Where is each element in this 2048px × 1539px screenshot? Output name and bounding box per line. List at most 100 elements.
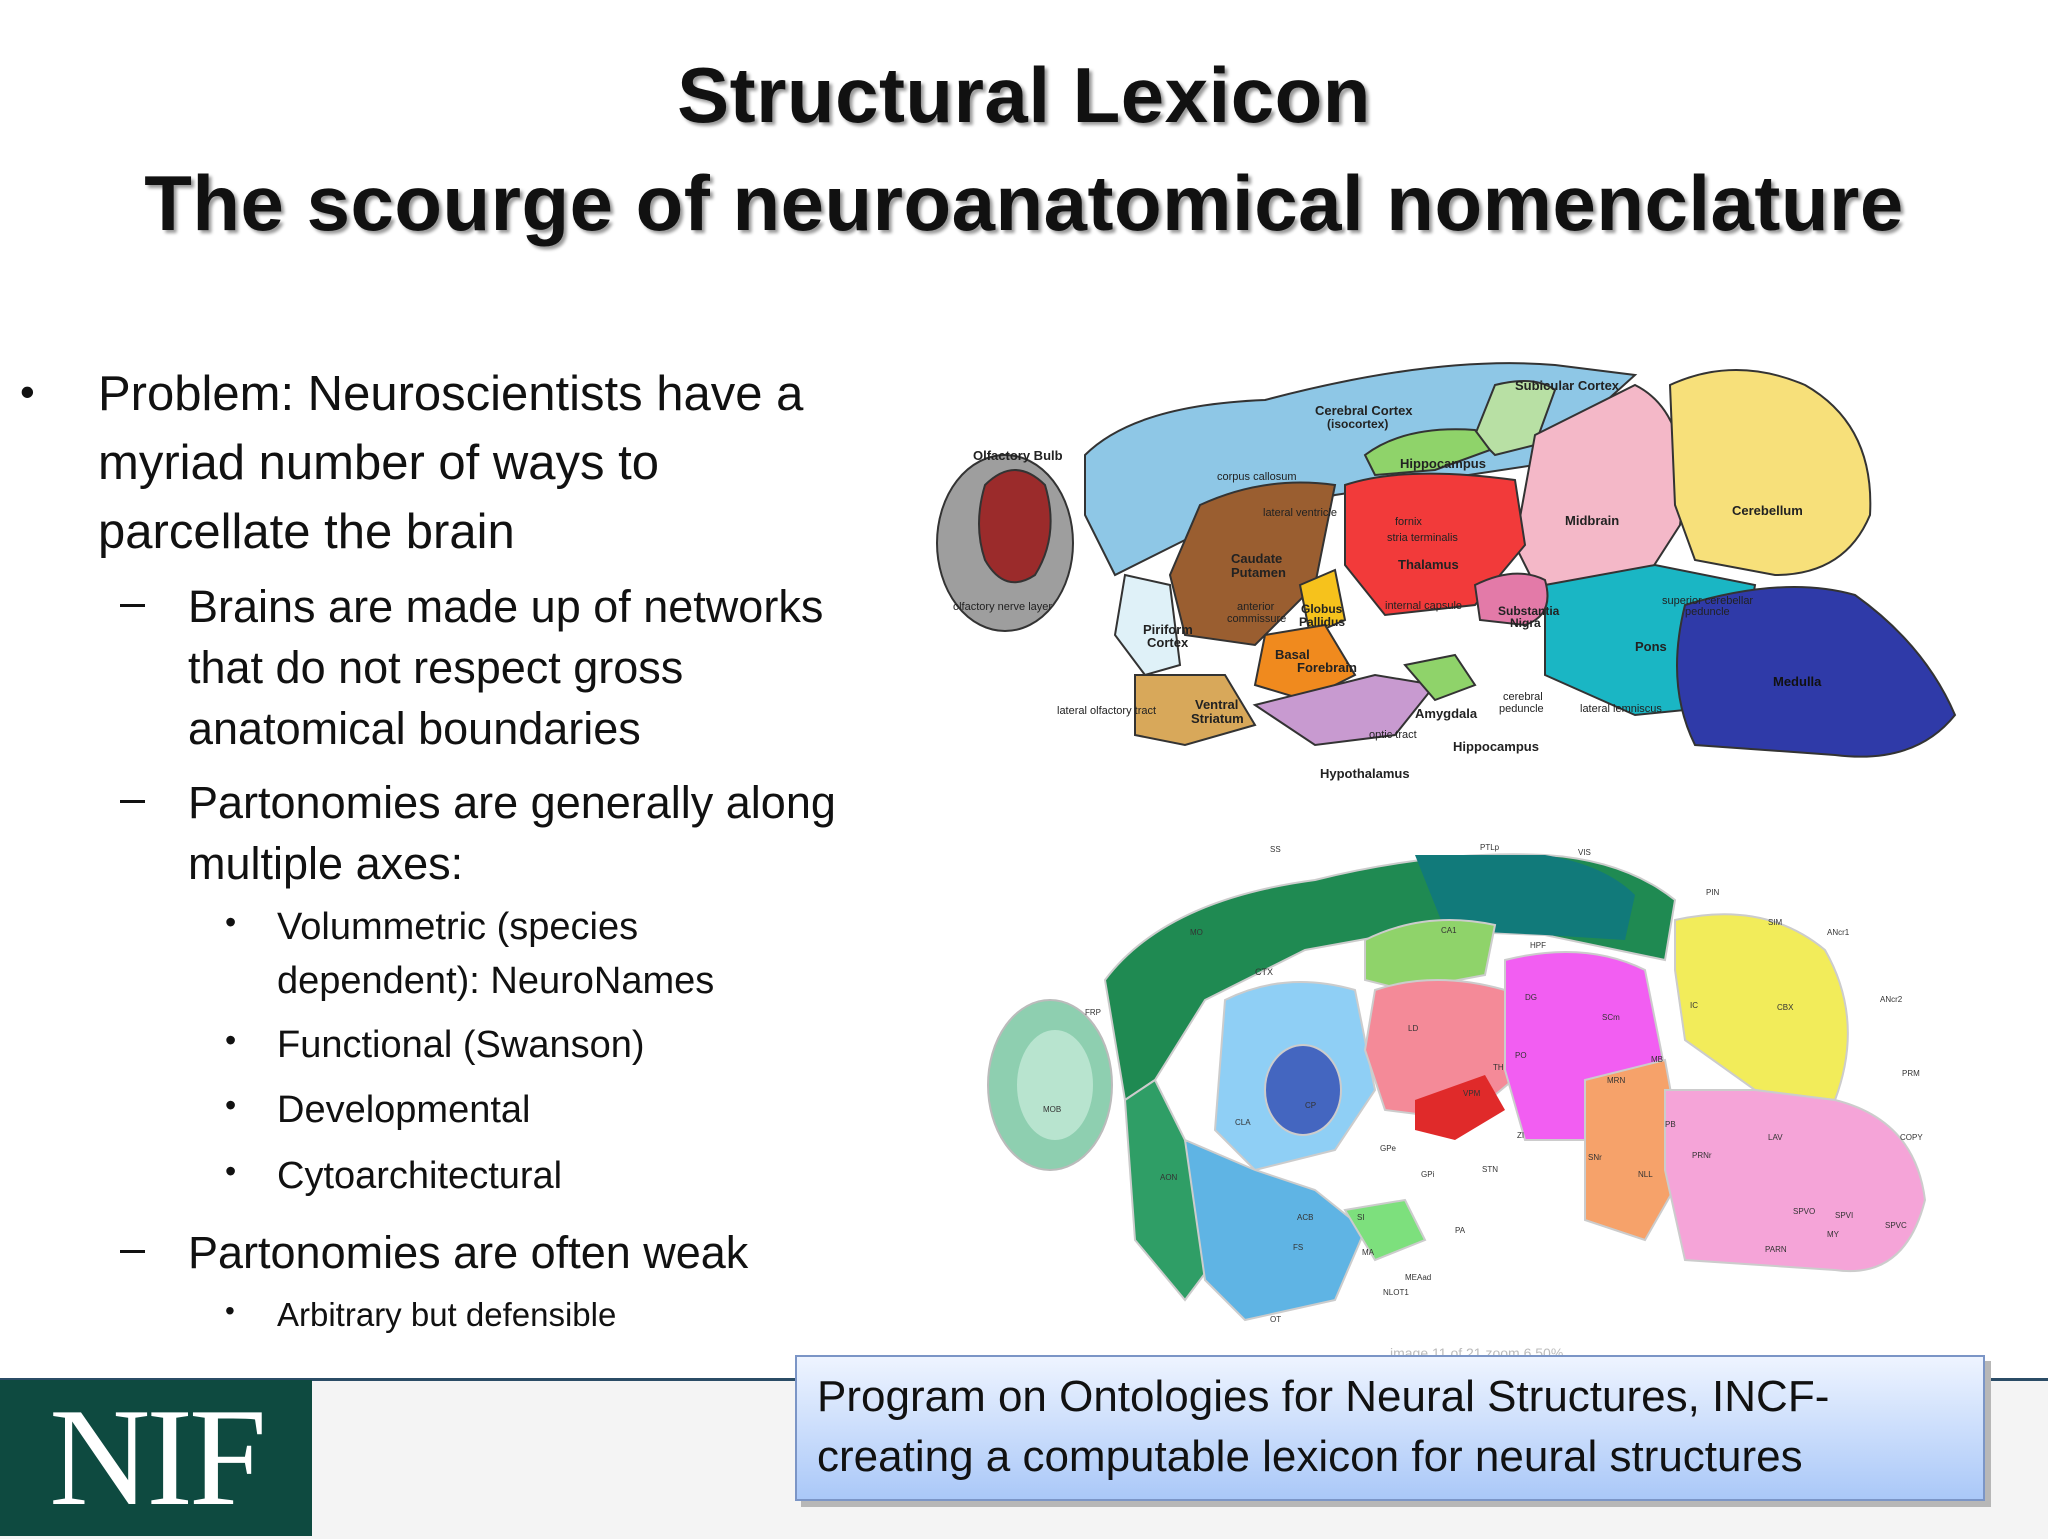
label-mrn: MRN [1607, 1076, 1625, 1085]
dash-marker: – [120, 576, 146, 627]
label-nll: NLL [1638, 1170, 1653, 1179]
label-globus: Globus [1301, 602, 1343, 616]
label-si: SI [1357, 1213, 1365, 1222]
label-scm: SCm [1602, 1013, 1620, 1022]
callout-line2: creating a computable lexicon for neural… [817, 1432, 1803, 1481]
label-commissure: commissure [1227, 613, 1286, 625]
program-callout: Program on Ontologies for Neural Structu… [795, 1355, 1985, 1501]
label-subicular-cortex: Subicular Cortex [1515, 378, 1620, 393]
sub-sub-bullet-volummetric-line1: Volummetric (species [277, 906, 639, 948]
sagittal-brain-diagram: Olfactory Bulb olfactory nerve layer Cer… [936, 362, 1957, 781]
bullet-marker: • [225, 904, 237, 940]
atlas-sagittal-section: SS PTLp VIS MO CTX FRP MOB AON OT CP ACB… [987, 843, 1927, 1324]
label-dg: DG [1525, 993, 1537, 1002]
label-gpi: GPi [1421, 1170, 1435, 1179]
label-lateral-lemniscus: lateral lemniscus [1580, 703, 1662, 715]
bullet-marker: • [225, 1153, 237, 1189]
label-sim: SIM [1768, 918, 1783, 927]
label-zi: ZI [1517, 1131, 1524, 1140]
label-internal-capsule: internal capsule [1385, 600, 1462, 612]
medulla-shape [1676, 586, 1957, 758]
sub-sub-bullet-cytoarchitectural: Cytoarchitectural [277, 1155, 563, 1197]
bullet-problem-line3: parcellate the brain [98, 505, 515, 559]
label-ma: MA [1362, 1248, 1375, 1257]
label-ptlp: PTLp [1480, 843, 1500, 852]
label-striatum: Striatum [1191, 711, 1244, 726]
label-pa: PA [1455, 1226, 1466, 1235]
sub-sub-bullet-developmental: Developmental [277, 1089, 531, 1131]
label-ancr1: ANcr1 [1827, 928, 1850, 937]
bullet-problem-line2: myriad number of ways to [98, 436, 659, 490]
label-piriform: Piriform [1143, 622, 1193, 637]
label-po: PO [1515, 1051, 1527, 1060]
label-cerebral-cortex: Cerebral Cortex [1315, 403, 1413, 418]
label-ic: IC [1690, 1001, 1698, 1010]
label-spvi: SPVI [1835, 1211, 1853, 1220]
dash-marker: – [120, 1222, 146, 1273]
label-substantia: Substantia [1498, 604, 1560, 618]
label-stn: STN [1482, 1165, 1498, 1174]
label-ca1: CA1 [1441, 926, 1457, 935]
label-basal: Basal [1275, 647, 1310, 662]
label-fs: FS [1293, 1243, 1303, 1252]
label-caudate: Caudate [1231, 551, 1282, 566]
label-hippocampus-bottom: Hippocampus [1453, 739, 1539, 754]
label-medulla: Medulla [1773, 674, 1822, 689]
slide-title-line2: The scourge of neuroanatomical nomenclat… [144, 159, 1904, 247]
label-peduncle-2: peduncle [1685, 606, 1730, 618]
label-cbx: CBX [1777, 1003, 1794, 1012]
bullet-marker: • [225, 1087, 237, 1123]
label-meaad: MEAad [1405, 1273, 1431, 1282]
cerebellum-shape [1668, 369, 1872, 577]
label-isocortex: (isocortex) [1327, 417, 1388, 431]
sub-bullet-axes-line1: Partonomies are generally along [188, 777, 836, 828]
label-my: MY [1827, 1230, 1840, 1239]
label-spvc: SPVC [1885, 1221, 1907, 1230]
sub-bullet-axes-line2: multiple axes: [188, 838, 464, 889]
label-mb: MB [1651, 1055, 1663, 1064]
sub-sub-bullet-volummetric-line2: dependent): NeuroNames [277, 960, 715, 1002]
sub-bullet-networks-line3: anatomical boundaries [188, 703, 641, 754]
label-ot: OT [1270, 1315, 1281, 1324]
dash-marker: – [120, 772, 146, 823]
sub-bullet-networks-line1: Brains are made up of networks [188, 581, 824, 632]
label-copy: COPY [1900, 1133, 1923, 1142]
label-frp: FRP [1085, 1008, 1101, 1017]
label-superior-cerebellar: superior cerebellar [1662, 595, 1753, 607]
label-gpe: GPe [1380, 1144, 1397, 1153]
label-lav: LAV [1768, 1133, 1783, 1142]
label-hippocampus-top: Hippocampus [1400, 456, 1486, 471]
label-hypothalamus: Hypothalamus [1320, 766, 1410, 781]
label-aon: AON [1160, 1173, 1178, 1182]
label-olfactory-bulb: Olfactory Bulb [973, 448, 1063, 463]
hypothalamus-shape [1252, 673, 1437, 747]
sub-sub-bullet-arbitrary: Arbitrary but defensible [277, 1296, 617, 1333]
label-lateral-olfactory-tract: lateral olfactory tract [1057, 705, 1156, 717]
nif-logo: NIF [0, 1380, 312, 1536]
cbx-region [1674, 913, 1849, 1102]
label-pb: PB [1665, 1120, 1676, 1129]
label-pons: Pons [1635, 639, 1667, 654]
label-thalamus: Thalamus [1398, 557, 1459, 572]
label-ventral: Ventral [1195, 697, 1238, 712]
label-fornix: fornix [1395, 516, 1422, 528]
label-amygdala: Amygdala [1415, 706, 1478, 721]
label-ancr2: ANcr2 [1880, 995, 1903, 1004]
label-cerebellum: Cerebellum [1732, 503, 1803, 518]
label-hpf: HPF [1530, 941, 1546, 950]
label-nlot1: NLOT1 [1383, 1288, 1409, 1297]
label-pallidus: Pallidus [1299, 615, 1345, 629]
my-region [1664, 1089, 1927, 1273]
label-anterior: anterior [1237, 601, 1275, 613]
label-nigra: Nigra [1510, 616, 1541, 630]
callout-line1: Program on Ontologies for Neural Structu… [817, 1372, 1830, 1421]
label-stria-terminalis: stria terminalis [1387, 532, 1458, 544]
sub-sub-bullet-functional: Functional (Swanson) [277, 1024, 645, 1066]
label-pin: PIN [1706, 888, 1720, 897]
label-putamen: Putamen [1231, 565, 1286, 580]
label-ss: SS [1270, 845, 1281, 854]
sub-bullet-weak: Partonomies are often weak [188, 1227, 749, 1278]
bullet-marker: • [225, 1022, 237, 1058]
label-mob: MOB [1043, 1105, 1061, 1114]
label-optic-tract: optic tract [1369, 729, 1417, 741]
